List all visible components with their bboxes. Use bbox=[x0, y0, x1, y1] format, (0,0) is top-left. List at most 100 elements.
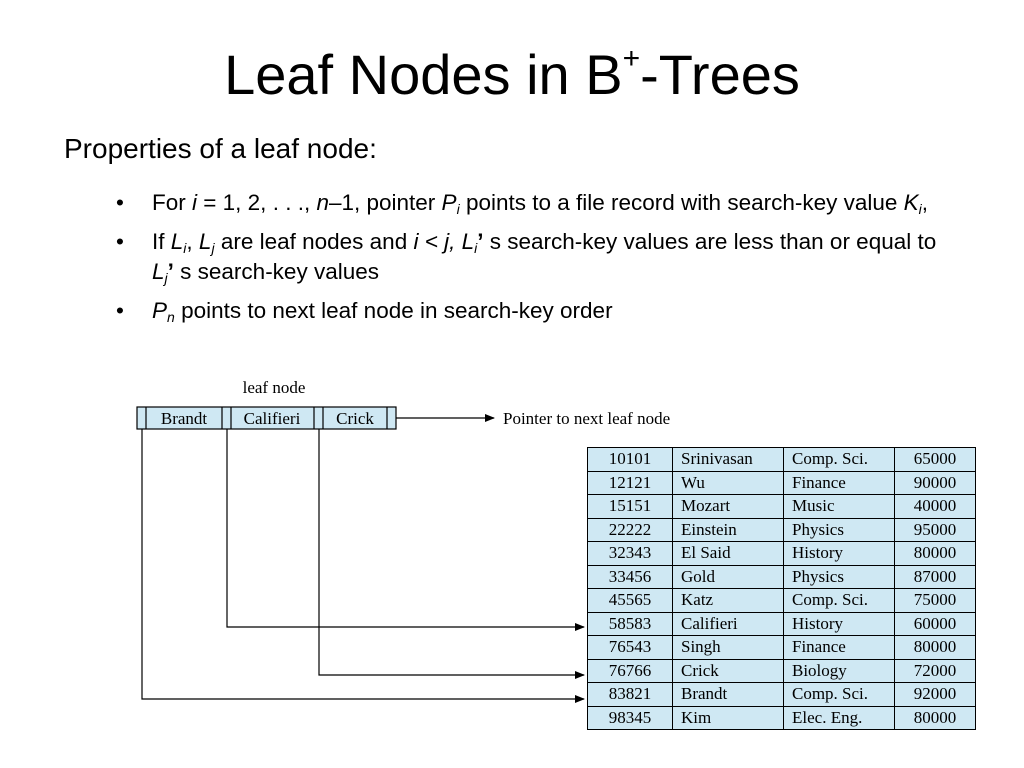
bullet-text: s search-key values are less than or equ… bbox=[483, 229, 937, 254]
pointer-to-brandt-arrow bbox=[141, 429, 585, 703]
title-main: Leaf Nodes in B bbox=[224, 43, 623, 106]
record-id: 32343 bbox=[587, 541, 673, 566]
bullet-italic: L bbox=[198, 229, 212, 254]
record-name: Einstein bbox=[672, 517, 784, 542]
bullet-subscript: n bbox=[167, 309, 175, 325]
record-id: 45565 bbox=[587, 588, 673, 613]
record-id: 83821 bbox=[587, 682, 673, 707]
record-name: Srinivasan bbox=[672, 447, 784, 472]
bullet-text: s search-key values bbox=[173, 259, 379, 284]
bullet-text: –1, pointer bbox=[328, 190, 442, 215]
leaf-key: Califieri bbox=[244, 409, 301, 428]
bullet-text: points to next leaf node in search-key o… bbox=[174, 298, 613, 323]
bullet-prime: ’ bbox=[477, 229, 484, 254]
bullet-italic: i < j, L bbox=[413, 229, 475, 254]
bullet-italic: L bbox=[170, 229, 184, 254]
slide-title: Leaf Nodes in B+-Trees bbox=[0, 42, 1024, 108]
record-dept: Physics bbox=[783, 564, 895, 589]
record-dept: Comp. Sci. bbox=[783, 447, 895, 472]
bullet-italic: K bbox=[903, 190, 919, 215]
record-id: 15151 bbox=[587, 494, 673, 519]
record-salary: 40000 bbox=[894, 494, 976, 519]
record-salary: 87000 bbox=[894, 564, 976, 589]
leaf-node-label: leaf node bbox=[243, 378, 306, 397]
leaf-node-box: Brandt Califieri Crick bbox=[136, 406, 397, 430]
bullet-item-pointer-records: •For i = 1, 2, . . ., n–1, pointer Pi po… bbox=[116, 188, 946, 218]
bullet-text: If bbox=[152, 229, 171, 254]
record-dept: Finance bbox=[783, 635, 895, 660]
bullet-item-leaf-order: •If Li, Lj are leaf nodes and i < j, Li’… bbox=[116, 227, 946, 287]
slide-subtitle: Properties of a leaf node: bbox=[64, 133, 377, 164]
bullet-subscript: i bbox=[918, 201, 922, 217]
record-id: 98345 bbox=[587, 705, 673, 730]
title-superscript: + bbox=[622, 42, 641, 75]
bullet-subscript: i bbox=[183, 240, 187, 256]
bullet-dot-icon: • bbox=[116, 229, 124, 254]
record-name: Katz bbox=[672, 588, 784, 613]
record-name: Kim bbox=[672, 705, 784, 730]
record-salary: 80000 bbox=[894, 705, 976, 730]
bullet-text: , bbox=[186, 229, 199, 254]
record-dept: History bbox=[783, 611, 895, 636]
pointer-to-crick-arrow bbox=[318, 429, 585, 679]
record-dept: Finance bbox=[783, 470, 895, 495]
bullet-subscript: j bbox=[164, 270, 168, 286]
record-id: 22222 bbox=[587, 517, 673, 542]
bullet-text: = 1, 2, . . ., bbox=[197, 190, 317, 215]
bullet-italic: P bbox=[152, 298, 168, 323]
record-id: 33456 bbox=[587, 564, 673, 589]
bullet-text: are leaf nodes and bbox=[214, 229, 414, 254]
record-id: 58583 bbox=[587, 611, 673, 636]
bullet-subscript: j bbox=[211, 240, 215, 256]
bullet-dot-icon: • bbox=[116, 190, 124, 215]
record-name: Gold bbox=[672, 564, 784, 589]
record-salary: 65000 bbox=[894, 447, 976, 472]
record-id: 76766 bbox=[587, 658, 673, 683]
record-salary: 72000 bbox=[894, 658, 976, 683]
record-name: Wu bbox=[672, 470, 784, 495]
bullet-italic: i bbox=[192, 190, 198, 215]
record-dept: History bbox=[783, 541, 895, 566]
bullet-text: For bbox=[152, 190, 193, 215]
record-salary: 80000 bbox=[894, 541, 976, 566]
record-id: 10101 bbox=[587, 447, 673, 472]
record-salary: 80000 bbox=[894, 635, 976, 660]
record-dept: Comp. Sci. bbox=[783, 682, 895, 707]
leaf-key: Crick bbox=[336, 409, 374, 428]
record-name: Brandt bbox=[672, 682, 784, 707]
bullet-italic: n bbox=[316, 190, 329, 215]
record-name: El Said bbox=[672, 541, 784, 566]
bullet-dot-icon: • bbox=[116, 298, 124, 323]
bullet-text: , bbox=[921, 190, 929, 215]
bullet-text: points to a file record with search-key … bbox=[459, 190, 904, 215]
record-dept: Biology bbox=[783, 658, 895, 683]
record-id: 76543 bbox=[587, 635, 673, 660]
record-salary: 60000 bbox=[894, 611, 976, 636]
record-dept: Elec. Eng. bbox=[783, 705, 895, 730]
bullet-subscript: i bbox=[474, 240, 478, 256]
next-pointer-label: Pointer to next leaf node bbox=[503, 409, 670, 428]
bullet-subscript: i bbox=[456, 201, 460, 217]
record-dept: Comp. Sci. bbox=[783, 588, 895, 613]
title-end: -Trees bbox=[640, 43, 800, 106]
record-name: Mozart bbox=[672, 494, 784, 519]
leaf-key: Brandt bbox=[161, 409, 208, 428]
record-salary: 75000 bbox=[894, 588, 976, 613]
record-name: Califieri bbox=[672, 611, 784, 636]
record-dept: Physics bbox=[783, 517, 895, 542]
